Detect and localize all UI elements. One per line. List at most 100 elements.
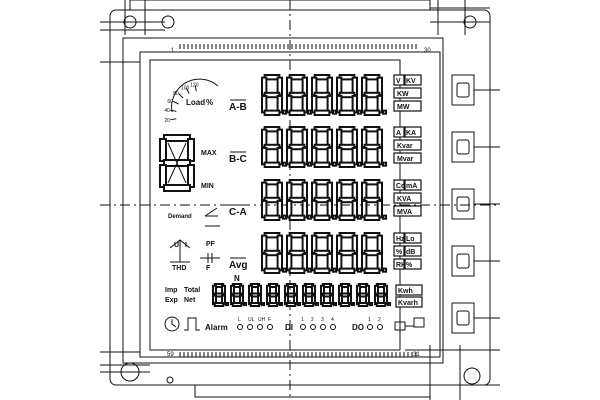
gauge-tick-label: 40 [164, 108, 170, 114]
energy-unit-box [395, 296, 423, 308]
panel-button[interactable] [451, 302, 500, 334]
do-channel-led [377, 324, 383, 330]
di-channel-led [310, 324, 316, 330]
seven-seg-digit [286, 179, 313, 222]
di-channel-label: 2 [311, 317, 314, 323]
energy-digit [266, 283, 284, 307]
unit-box [404, 258, 422, 270]
energy-digit [302, 283, 320, 307]
clock-icon [164, 316, 180, 332]
unit-box [393, 192, 422, 204]
panel-button[interactable] [451, 245, 500, 277]
unit-label: KV [406, 78, 416, 85]
net-label: Net [184, 297, 196, 304]
seven-seg-digit [261, 126, 288, 169]
alarm-flag-label: UH [258, 317, 266, 323]
comm-icon [394, 317, 425, 331]
thd-label: THD [172, 265, 186, 272]
unit-label: MW [397, 104, 410, 111]
panel-button[interactable] [451, 74, 500, 106]
min-label: MIN [201, 183, 214, 190]
unit-box [393, 74, 405, 86]
unit-label: KW [397, 91, 409, 98]
di-channel-led [300, 324, 306, 330]
unit-label: % [396, 249, 403, 256]
board-outline: 1 30 59 31 [100, 0, 500, 400]
energy-digit [374, 283, 392, 307]
seven-seg-digit [261, 232, 288, 275]
energy-unit-label: Kvarh [398, 300, 418, 307]
alarm-flag-label: F [268, 317, 271, 323]
unit-label: mA [406, 183, 417, 190]
gauge-tick-label: 80 [173, 91, 179, 97]
pin-label-bottom-right: 31 [413, 352, 420, 358]
unit-label: dB [406, 249, 415, 256]
alarm-flag-led [247, 324, 253, 330]
gauge-tick [173, 100, 179, 105]
di-channel-led [330, 324, 336, 330]
panel-button[interactable] [451, 131, 500, 163]
alarm-flag-led [237, 324, 243, 330]
unit-box [404, 74, 422, 86]
gauge-tick-label: 60 [167, 99, 173, 105]
unit-box [404, 179, 422, 191]
pin-label-bottom-left: 59 [167, 352, 174, 358]
gauge-tick-label: 100 [181, 85, 190, 91]
alarm-flag-label: L [238, 317, 241, 323]
di-channel-label: 4 [331, 317, 334, 323]
di-channel-label: 3 [321, 317, 324, 323]
unit-label: A [396, 130, 401, 137]
unit-box [393, 152, 422, 164]
seven-seg-digit [361, 232, 388, 275]
unit-box [393, 258, 405, 270]
gauge-tick [194, 85, 197, 92]
seven-seg-digit [361, 179, 388, 222]
unit-label: RH [396, 262, 406, 269]
panel-button[interactable] [451, 188, 500, 220]
f-label: F [206, 265, 211, 272]
svg-text:I: I [185, 242, 187, 249]
gauge-tick [170, 109, 177, 112]
energy-digit [284, 283, 302, 307]
unit-box [393, 245, 405, 257]
seven-seg-digit [286, 74, 313, 116]
seven-seg-digit [336, 232, 363, 275]
unit-label: Co [396, 183, 405, 190]
di-channel-label: 1 [301, 317, 304, 323]
unit-label: Mvar [397, 156, 414, 163]
seven-seg-digit [311, 179, 338, 222]
row-label: B-C [229, 154, 247, 165]
seven-seg-digit [286, 126, 313, 169]
energy-digit [212, 283, 230, 307]
angle-icon [204, 207, 220, 227]
unit-box [393, 100, 422, 112]
pin-label-top-right: 30 [424, 48, 431, 54]
unit-box [393, 126, 405, 138]
svg-text:U: U [174, 242, 179, 249]
max-label: MAX [201, 150, 217, 157]
unit-label: MVA [397, 209, 412, 216]
seven-seg-digit [261, 179, 288, 222]
total-label: Total [184, 287, 200, 294]
seven-seg-digit [361, 126, 388, 169]
unit-label: % [406, 262, 413, 269]
capacitor-icon [200, 253, 220, 263]
energy-digit [356, 283, 374, 307]
pf-label: PF [206, 241, 216, 248]
seven-seg-digit [311, 126, 338, 169]
pulse-icon [184, 317, 200, 331]
row-label: Avg [229, 260, 248, 271]
load-unit: % [206, 98, 213, 107]
gauge-tick [185, 88, 190, 94]
gauge-tick [170, 118, 177, 121]
unit-label: Hz [396, 236, 405, 243]
seven-seg-digit [261, 74, 288, 116]
energy-digit [338, 283, 356, 307]
unit-box [393, 139, 422, 151]
